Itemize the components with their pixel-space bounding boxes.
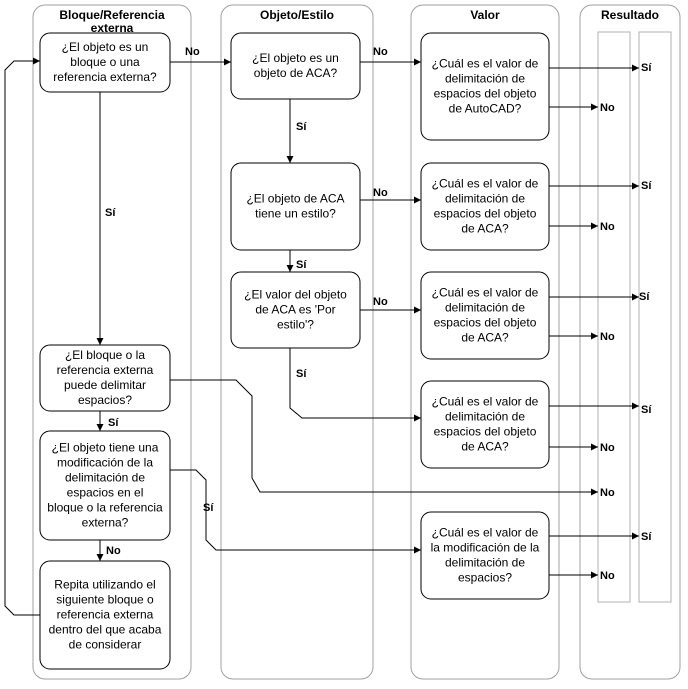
edge-label: Sí [641, 404, 652, 416]
node-text: de ACA? [461, 331, 509, 345]
node-text: delimitación de [445, 72, 525, 86]
node-q-estilo [230, 162, 361, 251]
node-text: delimitación de [445, 301, 525, 315]
node-text: delimitación de [445, 192, 525, 206]
node-q-aca [230, 32, 361, 100]
node-text: puede delimitar [64, 378, 146, 392]
node-text: de ACA? [461, 222, 509, 236]
node-text: delimitación de [445, 410, 525, 424]
edge-label: No [373, 296, 388, 308]
node-text: espacios del objeto [434, 87, 537, 101]
node-q-mod [39, 430, 171, 541]
node-text: ¿Cuál es el valor de [432, 286, 539, 300]
node-text: siguiente bloque o [56, 593, 154, 607]
node-text: delimitación de [445, 556, 525, 570]
node-text: bloque o la referencia [47, 501, 163, 515]
swimlane-title: Resultado [601, 8, 659, 22]
node-v-mod [420, 511, 550, 600]
node-text: espacios del objeto [434, 316, 537, 330]
node-text: ¿El valor del objeto [244, 288, 347, 302]
node-text: tiene un estilo? [255, 207, 336, 221]
edge-label: No [373, 46, 388, 58]
edge-label: Sí [639, 291, 650, 303]
node-text: ¿El bloque o la [65, 348, 145, 362]
edge-label: No [600, 442, 615, 454]
node-text: externa? [82, 516, 129, 530]
node-text: ¿Cuál es el valor de [432, 526, 539, 540]
node-text: referencia externa [57, 608, 154, 622]
node-text: estilo'? [277, 318, 314, 332]
edge-label: No [106, 545, 121, 557]
node-text: ¿El objeto tiene una [52, 441, 159, 455]
node-q-bloque [39, 32, 171, 93]
edge-label: Sí [296, 259, 307, 271]
node-q-delim [39, 344, 171, 412]
node-text: referencia externa? [53, 70, 157, 84]
edge-a-repita-to-q-bloque [4, 57, 40, 616]
edge-label: Sí [641, 180, 652, 192]
edge-label: Sí [641, 531, 652, 543]
node-text: Repita utilizando el [54, 578, 155, 592]
node-v-aca3 [420, 380, 550, 469]
edge-label: Sí [105, 207, 116, 219]
node-q-por [230, 271, 361, 349]
node-text: de ACA? [461, 440, 509, 454]
node-text: ¿Cuál es el valor de [432, 177, 539, 191]
edge-label: No [600, 102, 615, 114]
swimlane-title: Bloque/Referencia [59, 8, 165, 22]
result-column-1 [597, 31, 631, 603]
edge-label: No [600, 570, 615, 582]
edge-label: No [185, 46, 200, 58]
node-text: espacios del objeto [434, 425, 537, 439]
node-text: de ACA es 'Por [255, 303, 335, 317]
node-text: de AutoCAD? [449, 102, 522, 116]
node-text: ¿Cuál es el valor de [432, 395, 539, 409]
result-column-2 [638, 31, 672, 603]
edge-label: Sí [296, 368, 307, 380]
edge-label: Sí [203, 502, 214, 514]
node-text: ¿El objeto es un [62, 40, 149, 54]
edge-label: No [600, 331, 615, 343]
node-v-aca2 [420, 271, 550, 360]
node-text: delimitación de [65, 471, 145, 485]
edge-label: No [600, 221, 615, 233]
node-text: la modificación de la [431, 541, 540, 555]
node-text: objeto de ACA? [254, 66, 338, 80]
node-text: bloque o una [70, 55, 140, 69]
edge-label: No [600, 487, 615, 499]
node-v-aca1 [420, 162, 550, 251]
swimlane-title: externa [91, 21, 134, 35]
node-text: ¿El objeto de ACA [246, 192, 344, 206]
node-text: dentro del que acaba [49, 623, 162, 637]
node-text: espacios? [78, 393, 132, 407]
node-text: referencia externa [57, 363, 154, 377]
swimlane-title: Valor [470, 8, 500, 22]
node-text: modificación de la [57, 456, 153, 470]
edge-q-delim-to-result [170, 379, 598, 496]
swimlane-title: Objeto/Estilo [260, 8, 334, 22]
edge-q-mod-to-v-mod [170, 469, 421, 554]
node-text: ¿El objeto es un [252, 51, 339, 65]
node-text: de considerar [69, 638, 142, 652]
node-v-autocad [420, 32, 550, 141]
edge-label: Sí [296, 121, 307, 133]
edge-q-por-to-v-aca3 [289, 348, 421, 422]
node-text: espacios del objeto [434, 207, 537, 221]
node-a-repita [39, 560, 171, 670]
edge-label: Sí [641, 62, 652, 74]
edge-label: No [373, 187, 388, 199]
node-text: ¿Cuál es el valor de [432, 57, 539, 71]
edge-label: Sí [108, 417, 119, 429]
node-text: espacios? [458, 571, 512, 585]
node-text: espacios en el [67, 486, 144, 500]
